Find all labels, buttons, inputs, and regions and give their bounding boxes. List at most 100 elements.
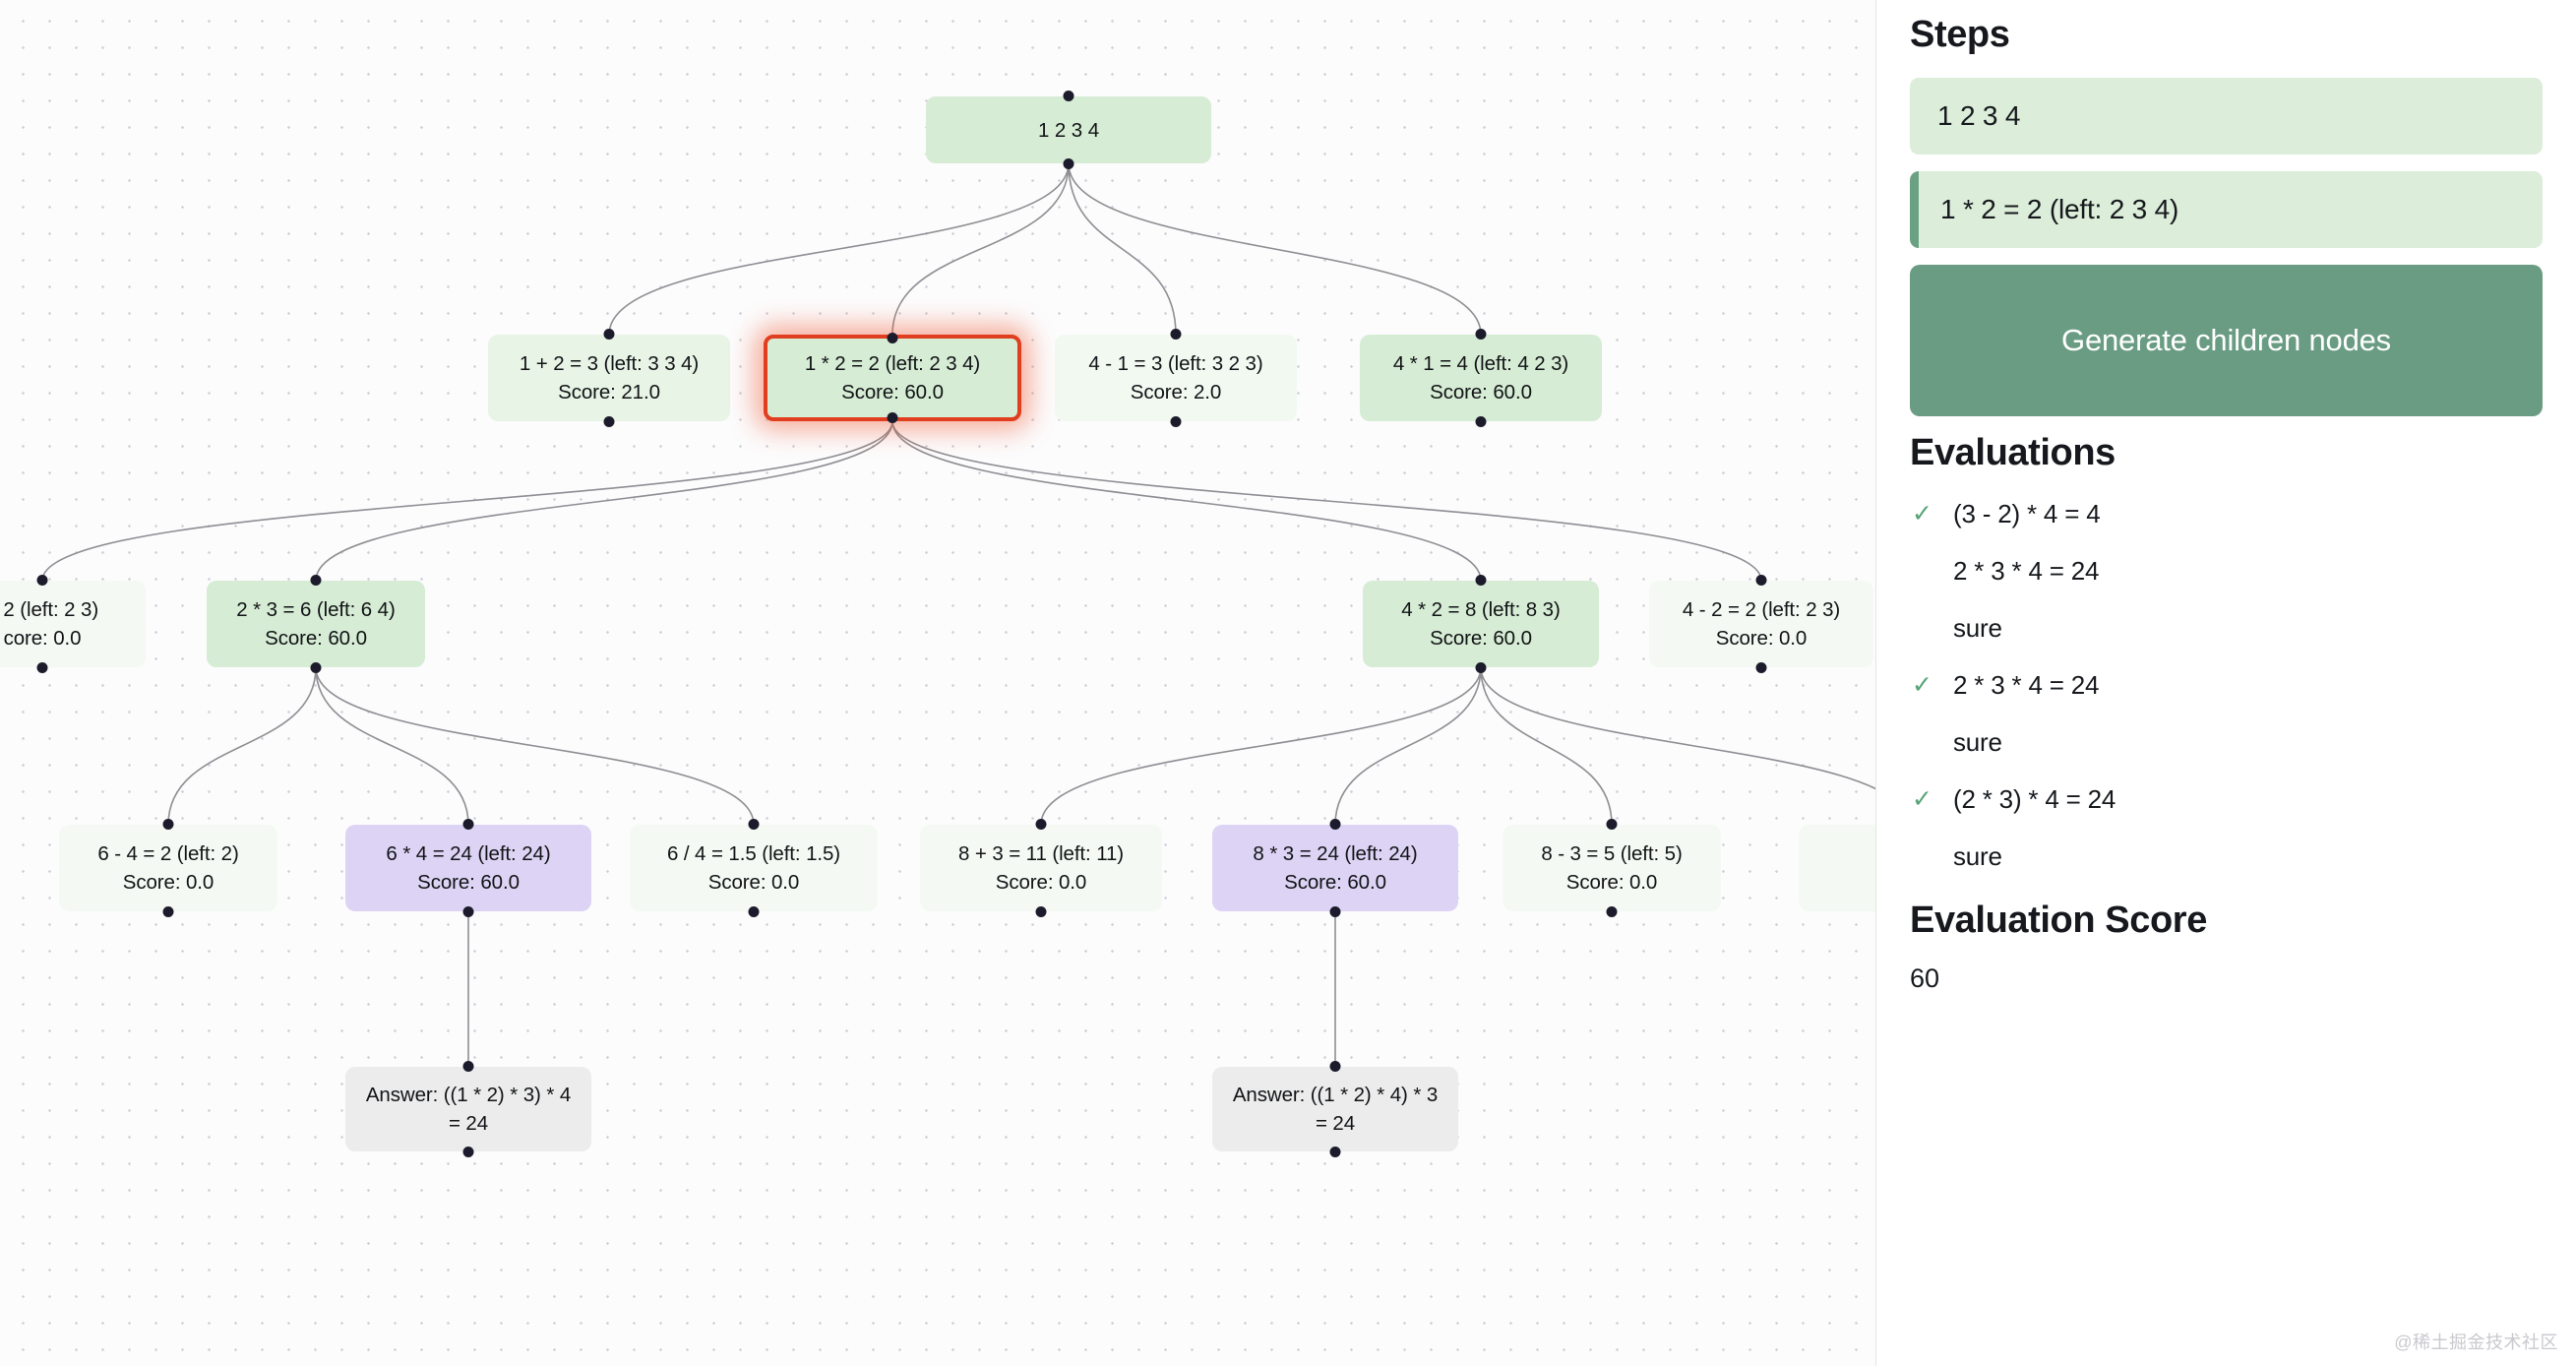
node-handle-bottom[interactable]: [1035, 906, 1047, 917]
tree-node[interactable]: 1 * 2 = 2 (left: 2 3 4)Score: 60.0: [764, 333, 1021, 423]
node-handle-bottom[interactable]: [1475, 662, 1487, 673]
node-handle-top[interactable]: [603, 329, 615, 340]
node-score: Score: 0.0: [707, 871, 800, 894]
node-handle-bottom[interactable]: [162, 906, 174, 917]
node-handle-bottom[interactable]: [1329, 1147, 1341, 1157]
node-handle-top[interactable]: [462, 1061, 474, 1072]
tree-node[interactable]: 8 + 3 = 11 (left: 11)Score: 0.0: [920, 819, 1162, 917]
node-score: Score: 60.0: [265, 627, 367, 650]
node-handle-bottom[interactable]: [310, 662, 322, 673]
node-handle-top[interactable]: [1475, 329, 1487, 340]
tree-node[interactable]: 1 + 2 = 3 (left: 3 3 4) Score: 21.0: [488, 329, 730, 427]
node-handle-bottom[interactable]: [748, 906, 760, 917]
node-label: 8 + 3 = 11 (left: 11): [957, 842, 1125, 865]
node-handle-bottom[interactable]: [1063, 158, 1074, 169]
node-handle-top[interactable]: [162, 819, 174, 830]
step-label: 1 2 3 4: [1937, 100, 2021, 131]
tree-node[interactable]: 4 * 2 = 8 (left: 8 3) Score: 60.0: [1363, 575, 1599, 673]
node-handle-top[interactable]: [1063, 91, 1074, 101]
node-handle-top[interactable]: [1475, 575, 1487, 586]
node-label: 6 / 4 = 1.5 (left: 1.5): [666, 842, 841, 865]
generate-children-nodes-button[interactable]: Generate children nodes: [1910, 265, 2543, 416]
tree-edge: [1068, 162, 1482, 336]
evaluation-row-3: ✓2 * 3 * 4 = 24: [1910, 667, 2543, 724]
tree-edge: [41, 420, 893, 582]
node-score: Score: 21.0: [558, 381, 660, 404]
tree-edge: [891, 162, 1070, 336]
tree-node[interactable]: 6 / 4 = 1.5 (left: 1.5) Score: 0.0: [630, 819, 878, 917]
node-handle-top[interactable]: [748, 819, 760, 830]
node-score: Score: 0.0: [1715, 627, 1808, 650]
node-handle-bottom[interactable]: [462, 1147, 474, 1157]
node-handle-top[interactable]: [1606, 819, 1618, 830]
node-handle-bottom[interactable]: [887, 412, 898, 423]
node-label: 8 * 3 = 24 (left: 24): [1253, 842, 1418, 865]
tree-node[interactable]: 8 / 3 =S: [1799, 825, 1875, 911]
node-label: 2 * 3 = 6 (left: 6 4): [236, 598, 396, 621]
node-handle-top[interactable]: [462, 819, 474, 830]
tree-node[interactable]: 4 * 1 = 4 (left: 4 2 3)Score: 60.0: [1360, 329, 1602, 427]
node-handle-bottom[interactable]: [1606, 906, 1618, 917]
node-label: 1 + 2 = 3 (left: 3 3 4): [519, 352, 700, 375]
evaluation-text: (3 - 2) * 4 = 4: [1953, 499, 2101, 528]
node-label: 1 * 2 = 2 (left: 2 3 4): [804, 352, 981, 375]
node-handle-top[interactable]: [1755, 575, 1767, 586]
node-label: 6 * 4 = 24 (left: 24): [386, 842, 551, 865]
node-score: Score: 0.0: [1565, 871, 1658, 894]
node-handle-bottom[interactable]: [36, 662, 48, 673]
tree-node[interactable]: Answer: ((1 * 2) * 3) * 4 = 24: [345, 1061, 591, 1157]
node-handle-top[interactable]: [310, 575, 322, 586]
node-handle-top[interactable]: [1329, 1061, 1341, 1072]
step-label: 1 * 2 = 2 (left: 2 3 4): [1940, 194, 2179, 224]
evaluation-row-5: ✓(2 * 3) * 4 = 24: [1910, 781, 2543, 838]
node-score: Score: 0.0: [122, 871, 215, 894]
evaluation-row-2: sure: [1910, 610, 2543, 667]
tree-edge: [1480, 666, 1613, 826]
evaluation-text: (2 * 3) * 4 = 24: [1953, 784, 2116, 814]
tree-node[interactable]: 8 * 3 = 24 (left: 24)Score: 60.0: [1212, 819, 1458, 917]
tree-node[interactable]: 8 - 3 = 5 (left: 5)Score: 0.0: [1503, 819, 1721, 917]
node-handle-bottom[interactable]: [462, 906, 474, 917]
tree-node[interactable]: 4 - 1 = 3 (left: 3 2 3)Score: 2.0: [1055, 329, 1297, 427]
node-handle-bottom[interactable]: [1755, 662, 1767, 673]
node-score: Score: 60.0: [1430, 627, 1532, 650]
evaluation-row-4: sure: [1910, 724, 2543, 781]
evaluation-row-1: 2 * 3 * 4 = 24: [1910, 553, 2543, 610]
node-handle-bottom[interactable]: [1475, 416, 1487, 427]
step-item-0[interactable]: 1 2 3 4: [1910, 78, 2543, 155]
tree-edges: [41, 162, 1875, 1067]
tree-node[interactable]: 4 - 2 = 2 (left: 2 3)Score: 0.0: [1649, 575, 1873, 673]
tree-canvas[interactable]: 1 2 3 4 1 + 2 = 3 (left: 3 3 4) Score: 21.…: [0, 0, 1875, 1366]
tree-node[interactable]: 6 * 4 = 24 (left: 24)Score: 60.0: [345, 819, 591, 917]
node-handle-bottom[interactable]: [1329, 906, 1341, 917]
node-handle-top[interactable]: [887, 333, 898, 343]
watermark: @稀土掘金技术社区: [2394, 1333, 2558, 1352]
evaluation-text: sure: [1953, 613, 2002, 643]
node-handle-top[interactable]: [1329, 819, 1341, 830]
node-handle-top[interactable]: [1035, 819, 1047, 830]
tree-node[interactable]: 2 * 3 = 6 (left: 6 4) Score: 60.0: [207, 575, 425, 673]
tree-node[interactable]: 1 2 3 4: [926, 91, 1211, 169]
node-handle-top[interactable]: [36, 575, 48, 586]
evaluation-text: 2 * 3 * 4 = 24: [1953, 556, 2100, 586]
tree-edge: [608, 162, 1070, 336]
tree-node[interactable]: 6 - 4 = 2 (left: 2)Score: 0.0: [59, 819, 277, 917]
steps-list: 1 2 3 4 1 * 2 = 2 (left: 2 3 4): [1910, 78, 2543, 248]
node-label: Answer: ((1 * 2) * 4) * 3 = 24: [1232, 1084, 1439, 1135]
node-label: 4 * 2 = 8 (left: 8 3): [1401, 598, 1561, 621]
tree-edge: [891, 420, 1762, 582]
node-handle-bottom[interactable]: [603, 416, 615, 427]
node-handle-bottom[interactable]: [1170, 416, 1182, 427]
tree-node[interactable]: Answer: ((1 * 2) * 4) * 3 = 24: [1212, 1061, 1458, 1157]
evaluations-title: Evaluations: [1910, 432, 2116, 473]
node-score: Score: 60.0: [1430, 381, 1532, 404]
evaluation-score-title: Evaluation Score: [1910, 900, 2207, 941]
step-item-1[interactable]: 1 * 2 = 2 (left: 2 3 4): [1910, 171, 2543, 248]
sidebar-panel: Steps 1 2 3 4 1 * 2 = 2 (left: 2 3 4) Gen…: [1875, 0, 2576, 1366]
node-handle-top[interactable]: [1170, 329, 1182, 340]
steps-title: Steps: [1910, 14, 2010, 55]
tree-node[interactable]: = 2 (left: 2 3)core: 0.0: [0, 575, 146, 673]
tree-edge: [1068, 162, 1177, 336]
